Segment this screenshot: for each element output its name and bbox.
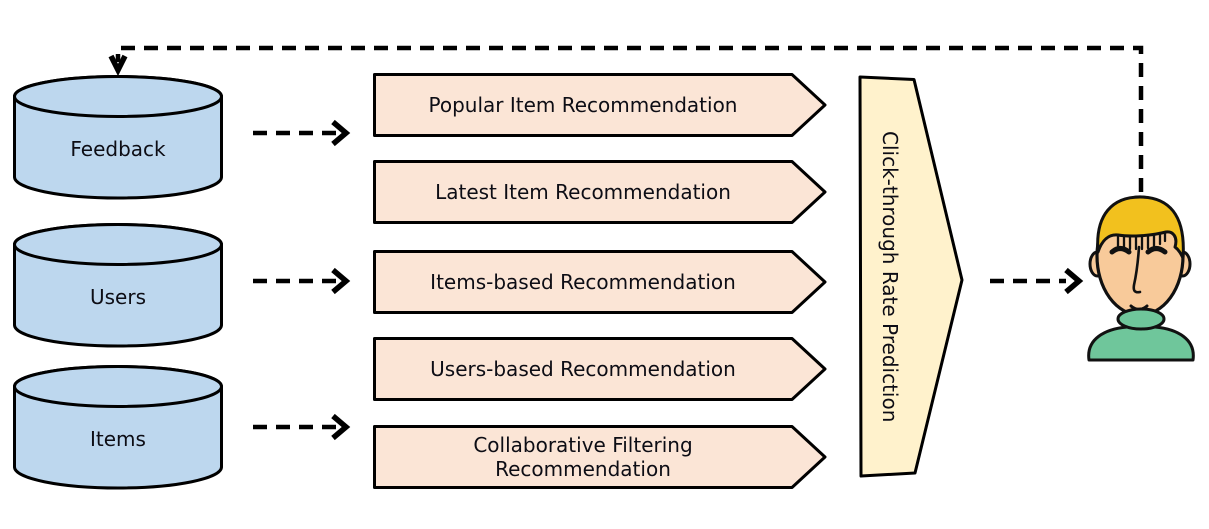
popular-item-recommendation-step: Popular Item Recommendation <box>373 73 827 137</box>
users-based-recommendation-step: Users-based Recommendation <box>373 337 827 401</box>
step-label-text: Items-based Recommendation <box>430 270 736 294</box>
users-output-arrow <box>253 267 351 295</box>
arrow-box-shape <box>373 337 827 401</box>
users-database-cylinder: Users <box>13 223 223 348</box>
step-label: Users-based Recommendation <box>373 337 793 401</box>
user-bangs <box>1116 230 1167 251</box>
click-through-rate-prediction-funnel: Click-through Rate Prediction <box>858 75 964 478</box>
step-label-text: Latest Item Recommendation <box>435 180 731 204</box>
database-label: Users <box>89 284 146 309</box>
collaborative-filtering-recommendation-step: Collaborative Filtering Recommendation <box>373 425 827 489</box>
funnel-label: Click-through Rate Prediction <box>858 75 922 478</box>
arrow-box-shape <box>373 250 827 314</box>
items-output-arrow <box>253 413 351 441</box>
database-cylinder-shape <box>13 75 223 200</box>
latest-item-recommendation-step: Latest Item Recommendation <box>373 160 827 224</box>
user-figure <box>1082 190 1200 362</box>
arrow-box-shape <box>373 425 827 489</box>
arrowhead-right-icon <box>1064 267 1084 295</box>
arrowhead-right-icon <box>331 119 351 147</box>
funnel-pentagon-shape <box>858 75 964 478</box>
database-cylinder-shape <box>13 223 223 348</box>
step-label-text: Collaborative Filtering Recommendation <box>473 433 693 481</box>
step-label: Items-based Recommendation <box>373 250 793 314</box>
step-label: Latest Item Recommendation <box>373 160 793 224</box>
user-shoulders <box>1087 325 1195 362</box>
arrowhead-down-icon <box>108 54 128 77</box>
database-label: Feedback <box>70 136 166 161</box>
prediction-to-user-arrow <box>990 267 1084 295</box>
step-label-text: Users-based Recommendation <box>430 357 736 381</box>
user-eye-right <box>1145 246 1168 255</box>
arrowhead-right-icon <box>331 267 351 295</box>
step-label: Popular Item Recommendation <box>373 73 793 137</box>
funnel-label-text: Click-through Rate Prediction <box>878 130 902 423</box>
arrowhead-right-icon <box>331 413 351 441</box>
database-label: Items <box>90 426 146 451</box>
arrow-box-shape <box>373 160 827 224</box>
user-collar <box>1116 307 1166 331</box>
step-label-text: Popular Item Recommendation <box>428 93 738 117</box>
feedback-output-arrow <box>253 119 351 147</box>
items-based-recommendation-step: Items-based Recommendation <box>373 250 827 314</box>
user-eye-left <box>1109 246 1132 255</box>
items-database-cylinder: Items <box>13 365 223 490</box>
user-face-icon <box>1087 195 1195 362</box>
arrow-box-shape <box>373 73 827 137</box>
step-label: Collaborative Filtering Recommendation <box>373 425 793 489</box>
database-cylinder-shape <box>13 365 223 490</box>
feedback-database-cylinder: Feedback <box>13 75 223 200</box>
user-nose <box>1132 245 1142 294</box>
